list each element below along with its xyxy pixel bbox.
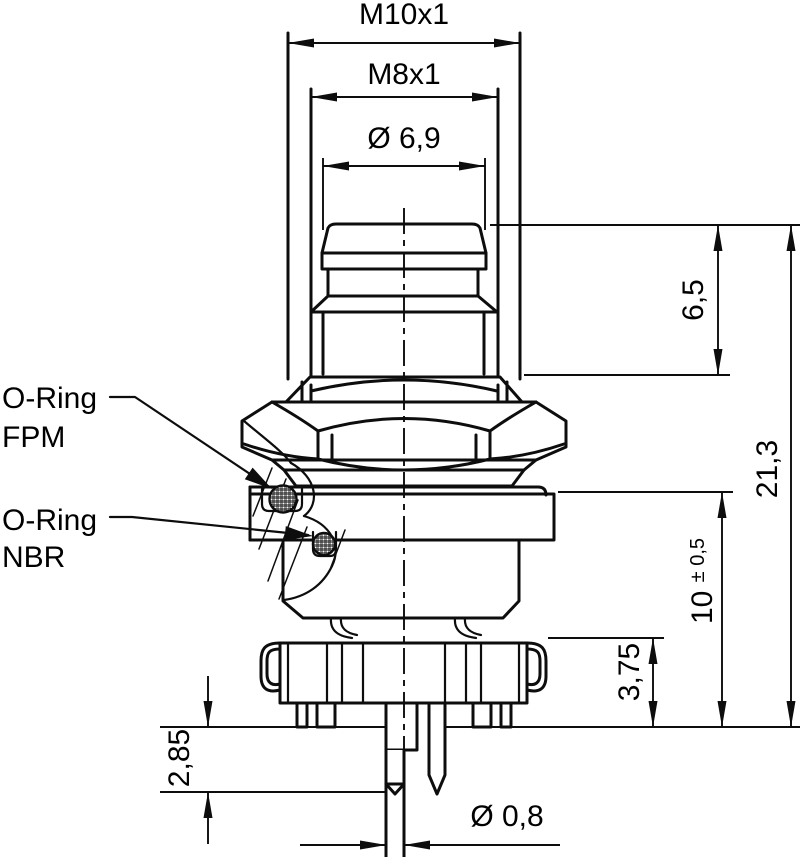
dim-21-3: 21,3	[751, 440, 784, 498]
cutaway-section	[242, 419, 346, 602]
contact-springs	[329, 616, 483, 640]
o-ring-fpm	[268, 484, 298, 514]
dim-2-85: 2,85	[163, 729, 196, 787]
dim-3-75: 3,75	[613, 643, 646, 701]
dimension-arrows	[203, 38, 796, 850]
mounting-clip-left	[259, 641, 282, 693]
dim-m8x1: M8x1	[367, 58, 440, 91]
label-oring-nbr-line1: O-Ring	[2, 504, 97, 537]
label-oring-fpm-line2: FPM	[2, 421, 65, 454]
leader-arrow-fpm	[244, 467, 272, 489]
mounting-clip-right	[525, 641, 548, 693]
outer-tube	[286, 31, 522, 381]
contact-pin-right	[427, 701, 447, 796]
o-ring-nbr	[311, 531, 337, 557]
part-labels: O-Ring FPM O-Ring NBR	[2, 382, 97, 574]
pin-chamfer	[384, 782, 406, 796]
dim-dia-0-8: Ø 0,8	[470, 800, 543, 833]
contact-insert	[309, 222, 499, 393]
leader-arrow-nbr	[284, 526, 313, 541]
flange	[259, 641, 548, 705]
dim-m10x1: M10x1	[359, 0, 449, 31]
mounting-feet	[295, 701, 513, 729]
center-post	[384, 701, 419, 752]
dim-dia-6-9: Ø 6,9	[367, 122, 440, 155]
label-oring-nbr-line2: NBR	[2, 541, 65, 574]
body	[248, 485, 556, 620]
pcb-pins	[384, 701, 447, 857]
flange-ribs	[286, 641, 521, 705]
dim-10-tol: 10 ± 0,5	[686, 538, 719, 624]
leader-lines	[108, 395, 313, 541]
cylinder	[281, 538, 521, 620]
label-oring-fpm-line1: O-Ring	[2, 382, 97, 415]
contact-pin-thin	[384, 748, 406, 857]
dimension-texts: M10x1 M8x1 Ø 6,9 6,5 21,3 10 ± 0,5 3,75 …	[163, 0, 784, 833]
dim-6-5: 6,5	[677, 279, 710, 321]
